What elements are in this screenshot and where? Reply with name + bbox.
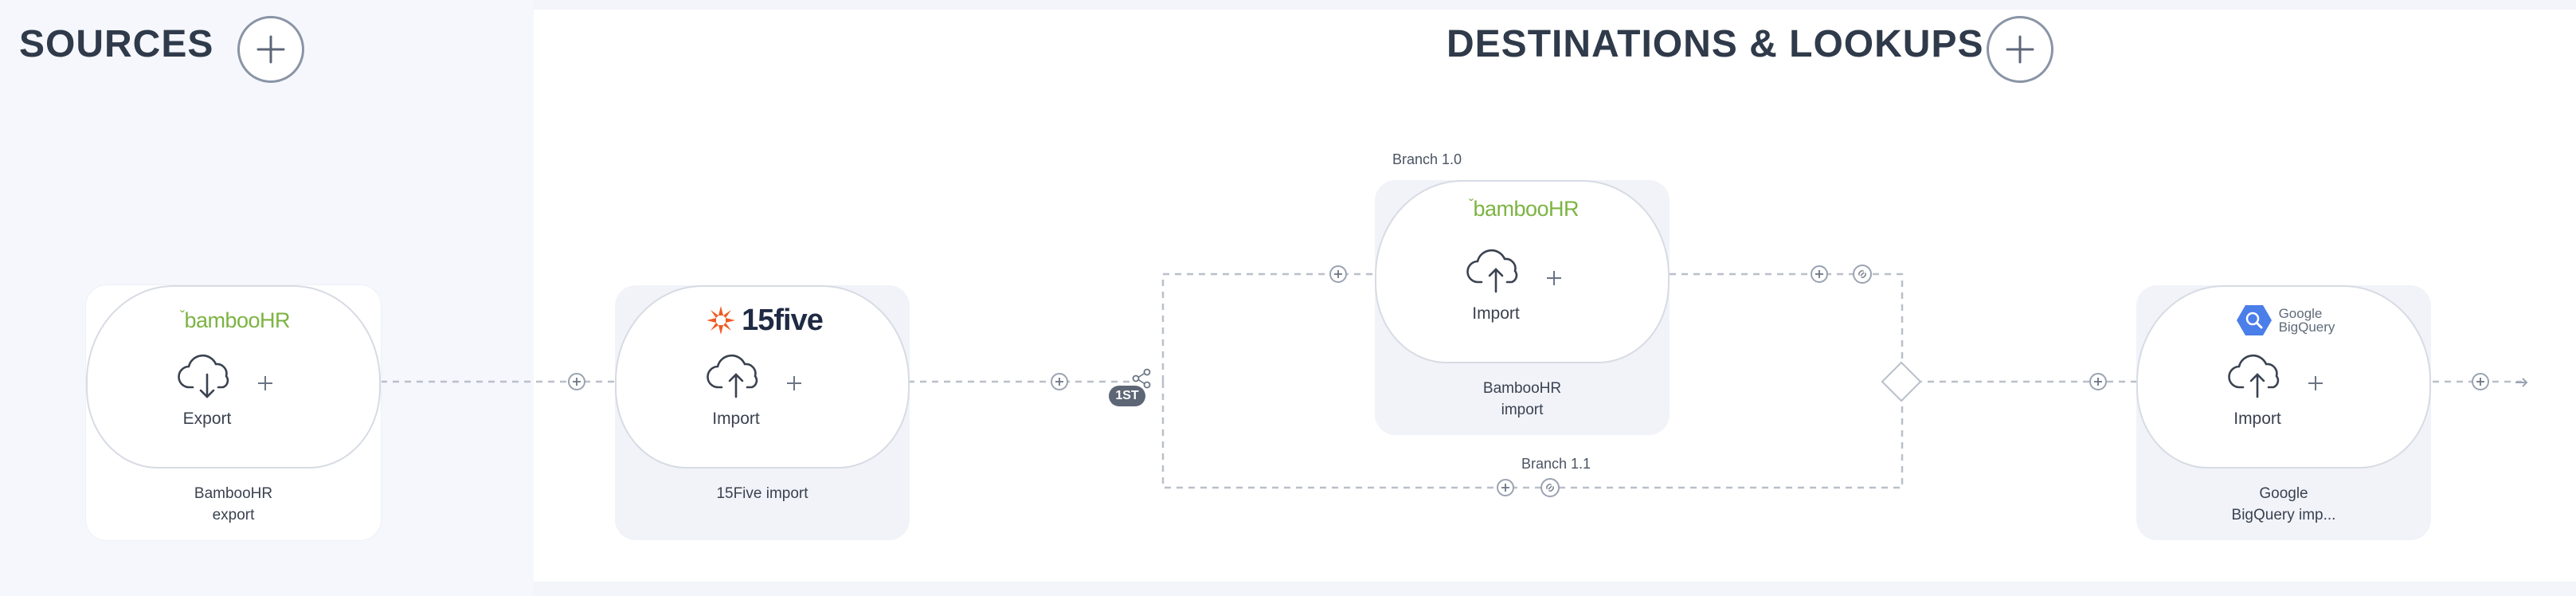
plus-icon bbox=[2006, 35, 2034, 64]
plus-icon[interactable] bbox=[2305, 373, 2326, 394]
cloud-upload-icon bbox=[707, 354, 758, 398]
step-name-line: BigQuery imp... bbox=[2231, 507, 2336, 523]
step-name-line: import bbox=[1501, 402, 1544, 418]
add-destination-button[interactable] bbox=[1987, 16, 2053, 83]
link-icon bbox=[1546, 484, 1554, 492]
branch-label: Branch 1.0 bbox=[1392, 151, 1462, 167]
step-node[interactable]: 15five Import bbox=[615, 285, 910, 469]
step-name-line: export bbox=[212, 507, 255, 523]
step-action: Import bbox=[1472, 304, 1520, 323]
branch-condition-button[interactable] bbox=[1541, 478, 1560, 497]
step-node[interactable]: Google BigQuery Import bbox=[2136, 285, 2431, 469]
plus-icon[interactable] bbox=[255, 373, 276, 394]
branch-label: Branch 1.1 bbox=[1521, 456, 1591, 472]
step-name: 15Five import bbox=[647, 483, 878, 504]
cloud-upload-icon bbox=[2228, 354, 2280, 398]
plus-icon[interactable] bbox=[1544, 268, 1564, 288]
plus-icon bbox=[2476, 378, 2484, 386]
step-name: Google BigQuery imp... bbox=[2168, 483, 2399, 526]
step-name: BambooHR export bbox=[118, 483, 349, 526]
logo-text: bambooHR bbox=[184, 308, 291, 332]
step-card-bamboohr-import[interactable]: ˇbambooHR Import BambooHR import bbox=[1375, 180, 1670, 435]
step-name-line: BambooHR bbox=[1482, 380, 1562, 397]
logo-text: BigQuery bbox=[2278, 320, 2335, 335]
bamboohr-logo: ˇbambooHR bbox=[179, 308, 291, 332]
insert-step-button[interactable] bbox=[1497, 479, 1514, 496]
share-icon[interactable] bbox=[1129, 367, 1153, 390]
step-name-line: 15Five import bbox=[716, 485, 808, 502]
plus-icon bbox=[573, 378, 581, 386]
bamboohr-logo: ˇbambooHR bbox=[1468, 196, 1580, 221]
step-action: Import bbox=[2233, 410, 2281, 428]
plus-icon bbox=[256, 35, 285, 64]
plus-icon[interactable] bbox=[784, 373, 805, 394]
google-bigquery-logo: Google BigQuery bbox=[2138, 296, 2433, 344]
insert-step-button[interactable] bbox=[1811, 265, 1828, 283]
insert-step-button[interactable] bbox=[1051, 373, 1068, 390]
link-icon bbox=[1858, 270, 1866, 278]
step-action: Export bbox=[182, 410, 232, 428]
add-source-button[interactable] bbox=[237, 16, 304, 83]
15five-logo: 15five bbox=[617, 296, 911, 344]
cloud-download-icon bbox=[178, 354, 229, 398]
insert-step-button[interactable] bbox=[1329, 265, 1347, 283]
step-node[interactable]: ˇbambooHR Import bbox=[1375, 180, 1670, 363]
insert-step-button[interactable] bbox=[568, 373, 585, 390]
step-card-15five-import[interactable]: 15five Import 15Five import bbox=[615, 285, 910, 540]
logo-text: Google bbox=[2278, 306, 2323, 321]
arrow-right-icon bbox=[2515, 378, 2528, 387]
cloud-upload-icon bbox=[1466, 249, 1518, 293]
step-name-line: BambooHR bbox=[194, 485, 273, 502]
step-name: BambooHR import bbox=[1407, 378, 1638, 421]
step-card-bamboohr-export[interactable]: ˇbambooHR Export BambooHR export bbox=[86, 285, 381, 540]
sources-title: SOURCES bbox=[19, 23, 214, 65]
step-card-bigquery-import[interactable]: Google BigQuery Import Google BigQuery i… bbox=[2136, 285, 2431, 540]
branch-condition-button[interactable] bbox=[1853, 265, 1872, 284]
plus-icon bbox=[1501, 484, 1509, 492]
destinations-title: DESTINATIONS & LOOKUPS bbox=[1447, 23, 1984, 65]
plus-icon bbox=[1815, 270, 1823, 278]
step-action: Import bbox=[712, 410, 760, 428]
bigquery-hex-icon bbox=[2236, 305, 2272, 335]
insert-step-button[interactable] bbox=[2089, 373, 2107, 390]
step-node[interactable]: ˇbambooHR Export bbox=[86, 285, 381, 469]
first-route-badge: 1ST bbox=[1109, 386, 1145, 406]
plus-icon bbox=[1055, 378, 1063, 386]
15five-star-icon bbox=[707, 306, 736, 335]
step-name-line: Google bbox=[2259, 485, 2308, 502]
logo-text: bambooHR bbox=[1473, 196, 1580, 221]
insert-step-button[interactable] bbox=[2472, 373, 2489, 390]
logo-text: 15five bbox=[742, 303, 824, 337]
plus-icon bbox=[2094, 378, 2102, 386]
plus-icon bbox=[1334, 270, 1342, 278]
